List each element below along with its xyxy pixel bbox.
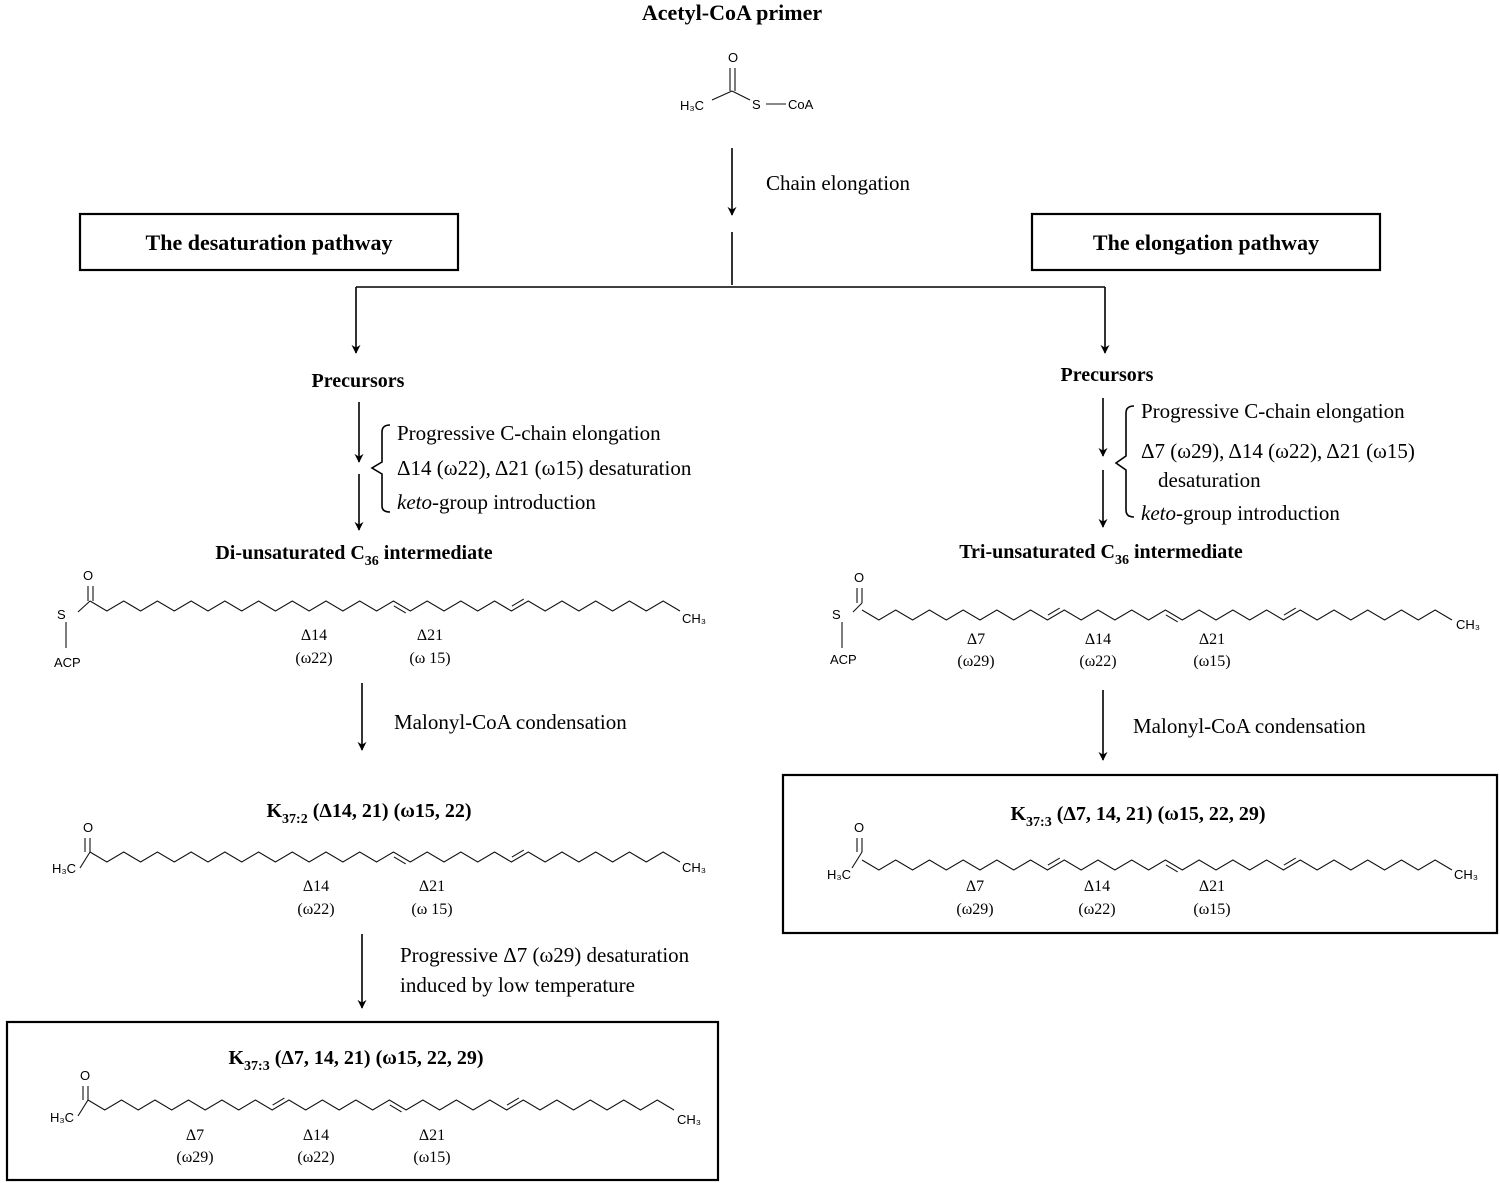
desat-final-omega29: (ω29) [176, 1149, 213, 1166]
desaturation-steps-brace [370, 424, 391, 513]
elongation-condensation-label: Malonyl-CoA condensation [1133, 714, 1366, 738]
di-unsaturated-structure: O S ACP CH₃ [54, 568, 706, 670]
intermediate-omega22: (ω22) [295, 650, 332, 667]
intermediate-omega15: (ω 15) [409, 650, 450, 667]
desaturation-condensation-label: Malonyl-CoA condensation [394, 710, 627, 734]
desat-final-delta14: Δ14 [303, 1127, 329, 1144]
desat-final-delta7: Δ7 [186, 1127, 204, 1144]
tri-unsaturated-structure: O S ACP CH₃ [830, 570, 1480, 667]
primer-coa-atom: CoA [788, 97, 814, 112]
elongation-step-2: Δ7 (ω29), Δ14 (ω22), Δ21 (ω15) [1141, 439, 1415, 463]
double-bond-mark-3 [1283, 607, 1296, 616]
desaturation-k37-3-structure: O H₃C CH₃ [50, 1068, 701, 1127]
elong-final-omega29: (ω29) [956, 901, 993, 918]
elong-k37-3-h3c-atom: H₃C [827, 867, 851, 882]
primer-oxygen-atom: O [728, 50, 738, 65]
elongation-title: The elongation pathway [1093, 230, 1319, 255]
elongation-steps-brace [1114, 405, 1135, 518]
tri-unsaturated-intermediate-label: Tri-unsaturated C36 intermediate [959, 541, 1243, 568]
elongation-step-3: desaturation [1158, 468, 1261, 492]
elong-k37-3-ch3-atom: CH₃ [1454, 867, 1478, 882]
desat-final-delta21: Δ21 [419, 1127, 445, 1144]
intermediate-ch3-atom: CH₃ [682, 611, 706, 626]
elong-final-delta7: Δ7 [966, 878, 984, 895]
double-bond-mark-2 [389, 1104, 402, 1113]
desat-final-omega15: (ω15) [413, 1149, 450, 1166]
k37-2-label: K37:2 (Δ14, 21) (ω15, 22) [266, 800, 471, 827]
desat-k37-3-h3c-atom: H₃C [50, 1110, 74, 1125]
intermediate-sulfur-atom: S [57, 607, 66, 622]
tri-omega15: (ω15) [1193, 653, 1230, 670]
primer-label: Acetyl-CoA primer [642, 0, 822, 25]
elong-k37-3-oxygen-atom: O [854, 820, 864, 835]
branch-connector [351, 232, 1110, 354]
elongation-k37-3-structure: O H₃C CH₃ [827, 820, 1478, 882]
k37-2-ch3-atom: CH₃ [682, 860, 706, 875]
tri-intermediate-ch3-atom: CH₃ [1456, 617, 1480, 632]
intermediate-oxygen-atom: O [83, 568, 93, 583]
low-temp-note-line-2: induced by low temperature [400, 973, 635, 997]
desat-final-omega22: (ω22) [297, 1149, 334, 1166]
k37-2-omega22: (ω22) [297, 901, 334, 918]
desaturation-title-box [78, 212, 460, 272]
desaturation-step-1: Progressive C-chain elongation [397, 421, 661, 445]
desaturation-k37-3-label: K37:3 (Δ7, 14, 21) (ω15, 22, 29) [228, 1047, 483, 1074]
elongation-step-keto: keto-group introduction [1141, 501, 1340, 525]
desaturation-precursors-label: Precursors [312, 370, 405, 392]
elong-final-delta21: Δ21 [1199, 878, 1225, 895]
k37-2-omega15: (ω 15) [411, 901, 452, 918]
chain-elongation-label: Chain elongation [766, 171, 911, 195]
double-bond-mark-3 [1283, 857, 1296, 866]
double-bond-mark-2 [1165, 864, 1178, 873]
elong-final-omega22: (ω22) [1078, 901, 1115, 918]
double-bond-mark-1 [393, 856, 406, 865]
k37-2-structure: O H₃C CH₃ [52, 820, 706, 876]
primer-h3c-atom: H₃C [680, 98, 704, 113]
tri-delta14: Δ14 [1085, 631, 1111, 648]
elongation-precursors-label: Precursors [1061, 364, 1154, 386]
double-bond-mark-3 [506, 1097, 520, 1106]
desaturation-step-2: Δ14 (ω22), Δ21 (ω15) desaturation [397, 456, 692, 480]
k37-2-delta14: Δ14 [303, 878, 329, 895]
acetyl-coa-structure: O H₃C S CoA [680, 50, 814, 113]
tri-omega22: (ω22) [1079, 653, 1116, 670]
intermediate-acp-atom: ACP [54, 655, 81, 670]
double-bond-mark-1 [393, 605, 406, 614]
double-bond-mark-2 [511, 849, 524, 858]
intermediate-delta21: Δ21 [417, 627, 443, 644]
desaturation-step-keto: keto-group introduction [397, 490, 596, 514]
desat-k37-3-oxygen-atom: O [80, 1068, 90, 1083]
tri-delta7: Δ7 [967, 631, 985, 648]
desaturation-final-product-box [5, 1020, 720, 1182]
elong-final-omega15: (ω15) [1193, 901, 1230, 918]
di-unsaturated-intermediate-label: Di-unsaturated C36 intermediate [215, 542, 492, 569]
elongation-title-box [1030, 212, 1382, 272]
tri-intermediate-acp-atom: ACP [830, 652, 857, 667]
double-bond-mark-1 [1047, 857, 1060, 866]
double-bond-mark-2 [511, 598, 524, 607]
k37-2-oxygen-atom: O [83, 820, 93, 835]
double-bond-mark-1 [272, 1097, 285, 1106]
tri-omega29: (ω29) [957, 653, 994, 670]
elongation-final-product-box [781, 773, 1499, 935]
intermediate-delta14: Δ14 [301, 627, 327, 644]
tri-intermediate-oxygen-atom: O [854, 570, 864, 585]
tri-intermediate-sulfur-atom: S [832, 607, 841, 622]
desat-k37-3-ch3-atom: CH₃ [677, 1112, 701, 1127]
desaturation-title: The desaturation pathway [146, 230, 393, 255]
k37-2-h3c-atom: H₃C [52, 861, 76, 876]
k37-2-delta21: Δ21 [419, 878, 445, 895]
elongation-k37-3-label: K37:3 (Δ7, 14, 21) (ω15, 22, 29) [1010, 803, 1265, 830]
primer-sulfur-atom: S [752, 97, 761, 112]
elong-final-delta14: Δ14 [1084, 878, 1110, 895]
tri-delta21: Δ21 [1199, 631, 1225, 648]
double-bond-mark-1 [1047, 607, 1060, 616]
double-bond-mark-2 [1165, 614, 1178, 623]
elongation-step-1: Progressive C-chain elongation [1141, 399, 1405, 423]
low-temp-note-line-1: Progressive Δ7 (ω29) desaturation [400, 943, 690, 967]
